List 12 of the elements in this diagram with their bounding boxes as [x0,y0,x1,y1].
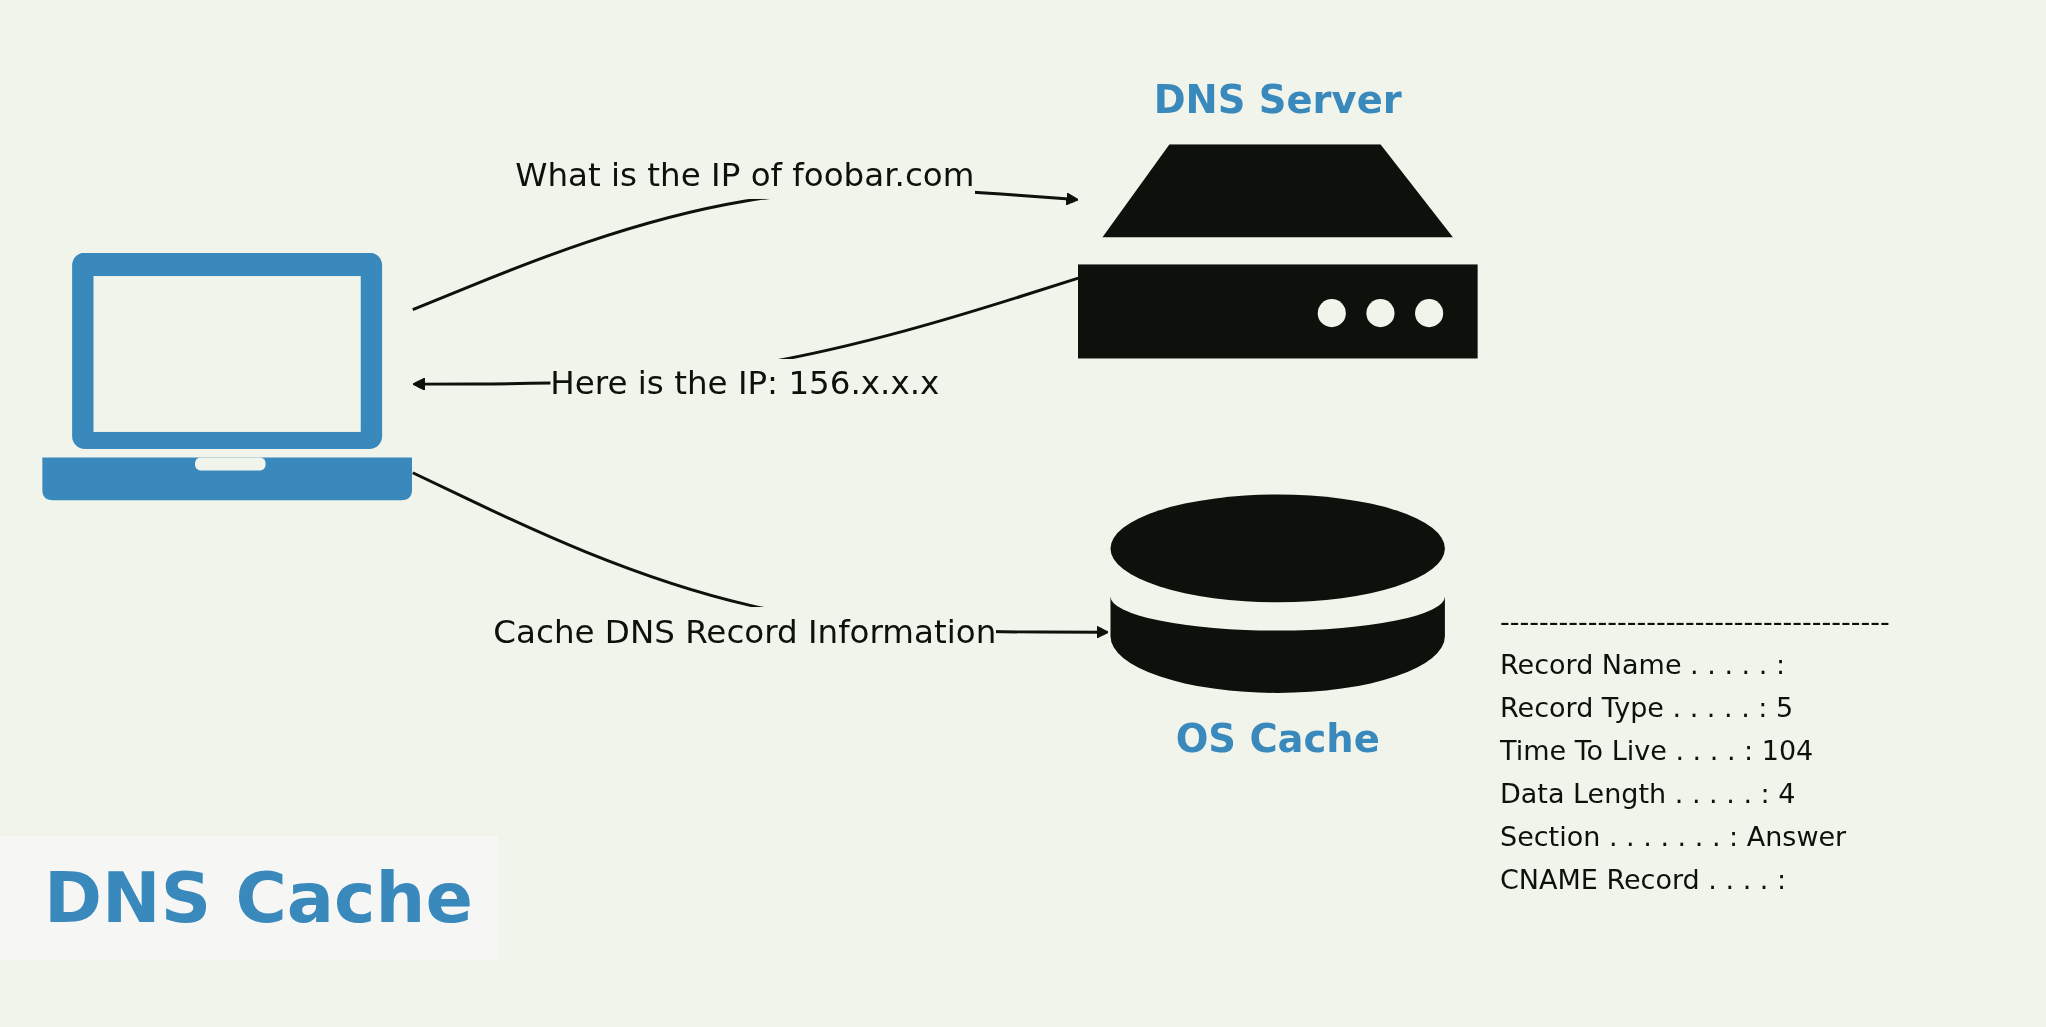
record-field-text: Data Length . . . . . : 4 [1500,777,1796,811]
record-field-text: CNAME Record . . . . : [1500,863,1787,897]
edge-label: Cache DNS Record Information [493,612,997,650]
node-picture [42,252,413,503]
record-field-text: Time To Live . . . . : 104 [1500,734,1814,768]
record-field-text: Section . . . . . . . : Answer [1500,820,1847,854]
edge-label: What is the IP of foobar.com [515,156,975,194]
dashed-divider: ---------------------------------------- [1500,605,1890,639]
record-field-text: Record Name . . . . . : [1500,648,1786,682]
edge-label: Here is the IP: 156.x.x.x [550,364,940,402]
record-field-text: Record Type . . . . . : 5 [1500,691,1794,725]
diagram-title: DNS Cache [0,836,498,960]
